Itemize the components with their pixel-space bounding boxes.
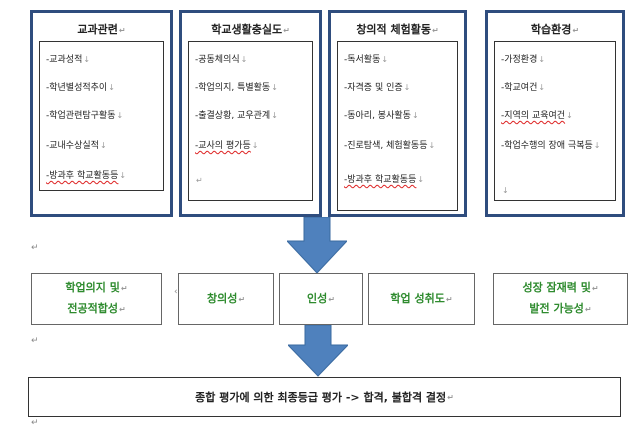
paragraph-mark: ↵	[31, 418, 39, 428]
category-item: -교내수상실적↓	[46, 141, 107, 151]
final-decision-text: 종합 평가에 의한 최종등급 평가 -> 합격, 불합격 결정	[195, 391, 447, 404]
category-box-school-life: 학교생활충실도↵ -공동체의식↓ -학업의지, 특별활동↓ -출결상황, 교우관…	[179, 10, 322, 217]
category-item: -방과후 학교활동등↓	[46, 171, 127, 181]
category-item: -방과후 학교활동등↓	[344, 175, 425, 185]
category-item: -학업수행의 장애 극복등↓	[501, 141, 601, 151]
category-title: 교과관련↵	[77, 23, 126, 36]
category-inner-box: -독서활동↓ -자격증 및 인증↓ -동아리, 봉사활동↓ -진로탐색, 체험활…	[337, 41, 458, 211]
category-item: -학업관련탐구활동↓	[46, 111, 124, 121]
factor-box-achievement: 학업 성취도↵	[368, 273, 475, 325]
category-item: -자격증 및 인증↓	[344, 83, 411, 93]
category-inner-box: -교과성적↓ -학년별성적추이↓ -학업관련탐구활동↓ -교내수상실적↓ -방과…	[39, 41, 164, 191]
empty-line-mark: ↵	[196, 176, 203, 185]
paragraph-mark: ↵	[31, 243, 39, 253]
down-arrow-bottom	[288, 325, 348, 377]
category-item: -지역의 교육여건↓	[501, 111, 573, 121]
category-inner-box: -가정환경↓ -학교여건↓ -지역의 교육여건↓ -학업수행의 장애 극복등↓ …	[494, 41, 616, 201]
category-item: -교과성적↓	[46, 55, 91, 65]
category-item: -동아리, 봉사활동↓	[344, 111, 419, 121]
category-item: -학교여건↓	[501, 83, 546, 93]
factor-box-character: 인성↵	[279, 273, 363, 325]
category-item: -독서활동↓	[344, 55, 389, 65]
final-decision-box: 종합 평가에 의한 최종등급 평가 -> 합격, 불합격 결정↵	[28, 377, 621, 417]
category-inner-box: -공동체의식↓ -학업의지, 특별활동↓ -출결상황, 교우관계↓ -교사의 평…	[188, 41, 313, 201]
category-item: -교사의 평가등↓	[195, 141, 259, 151]
category-item: -출결상황, 교우관계↓	[195, 111, 278, 121]
category-item: -학업의지, 특별활동↓	[195, 83, 278, 93]
category-title: 학교생활충실도↵	[211, 23, 290, 36]
paragraph-mark: ‹	[174, 287, 178, 297]
factor-box-growth-potential: 성장 잠재력 및↵ 발전 가능성↵	[493, 273, 628, 325]
category-box-academic: 교과관련↵ -교과성적↓ -학년별성적추이↓ -학업관련탐구활동↓ -교내수상실…	[30, 10, 173, 217]
factor-box-creativity: 창의성↵	[178, 273, 274, 325]
category-box-learning-environment: 학습환경↵ -가정환경↓ -학교여건↓ -지역의 교육여건↓ -학업수행의 장애…	[485, 10, 625, 217]
category-item: -학년별성적추이↓	[46, 83, 115, 93]
category-title: 창의적 체험활동↵	[356, 23, 439, 36]
category-item: -진로탐색, 체험활동등↓	[344, 141, 436, 151]
empty-line-mark: ↓	[502, 186, 509, 195]
category-item: -가정환경↓	[501, 55, 546, 65]
category-title: 학습환경↵	[530, 23, 580, 36]
category-box-creative-activities: 창의적 체험활동↵ -독서활동↓ -자격증 및 인증↓ -동아리, 봉사활동↓ …	[328, 10, 467, 217]
paragraph-mark: ↵	[31, 336, 39, 346]
category-item: -공동체의식↓	[195, 55, 248, 65]
factor-box-academic-will: 학업의지 및↵ 전공적합성↵	[31, 273, 162, 325]
down-arrow-top	[287, 217, 347, 274]
